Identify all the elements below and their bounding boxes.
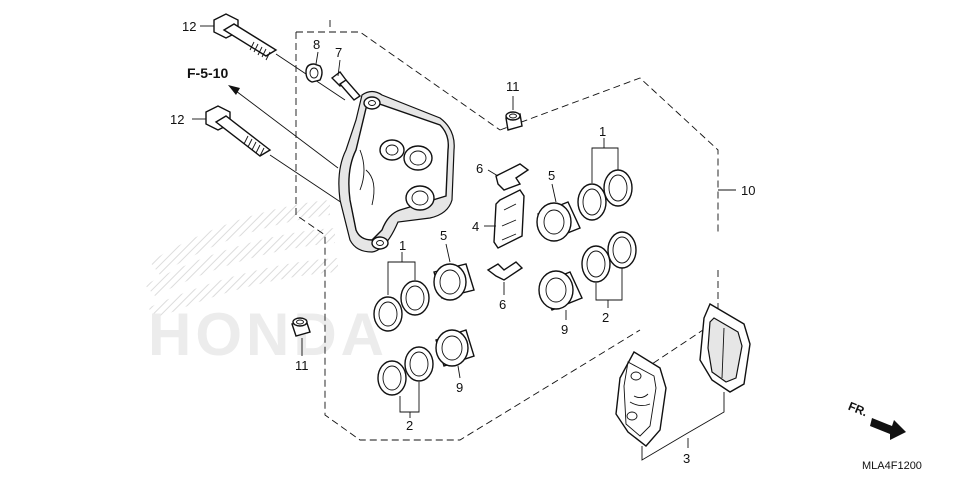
svg-text:9: 9 [456,380,463,395]
svg-text:2: 2 [602,310,609,325]
pad-spring-bottom: 6 [486,261,524,312]
svg-text:5: 5 [548,168,555,183]
svg-text:3: 3 [683,451,690,466]
pad-retainer: 4 [472,189,525,249]
svg-text:6: 6 [476,161,483,176]
svg-text:1: 1 [599,124,606,139]
brake-pads-callout: 3 [641,392,725,466]
svg-text:7: 7 [335,45,342,60]
dust-boot-upper: 11 [505,79,523,131]
svg-text:11: 11 [506,79,520,94]
drawing-code: MLA4F1200 [862,460,922,472]
svg-text:MLA4F1200: MLA4F1200 [862,460,922,472]
dust-boot-lower: 11 [291,317,311,373]
section-reference: F-5-10 [187,65,339,169]
svg-text:6: 6 [499,297,506,312]
honda-logo-watermark: HONDA [148,301,388,368]
piston-seal-left-lower: 2 [377,346,434,433]
mounting-bolt-upper: 12 [182,13,346,101]
svg-text:FR.: FR. [846,399,869,419]
bleeder-cap: 8 [305,37,323,83]
direction-arrow-icon [870,418,906,440]
svg-text:HONDA: HONDA [148,301,388,368]
piston-right-upper: 5 [536,168,581,242]
caliper-assembly-callout: 10 [718,183,755,198]
piston-seal-right-lower: 2 [581,231,637,325]
bleeder-screw: 7 [330,45,362,101]
piston-left-upper: 5 [433,228,475,301]
svg-text:10: 10 [741,183,755,198]
brake-pad-inner [615,351,667,447]
piston-right-lower: 9 [538,270,583,337]
svg-text:4: 4 [472,219,479,234]
honda-wing-watermark [145,200,338,318]
caliper-body [338,90,455,253]
front-direction-indicator: FR. [846,399,906,440]
svg-text:11: 11 [295,358,309,373]
svg-text:9: 9 [561,322,568,337]
svg-text:8: 8 [313,37,320,52]
svg-text:12: 12 [170,112,184,127]
piston-seal-left-upper: 1 [373,238,430,332]
brake-pad-outer [699,302,751,393]
reference-arrow-icon [228,85,240,95]
svg-text:2: 2 [406,418,413,433]
pad-spring-top: 6 [476,161,530,191]
svg-text:5: 5 [440,228,447,243]
svg-text:1: 1 [399,238,406,253]
svg-text:12: 12 [182,19,196,34]
piston-seal-right-upper: 1 [577,124,633,221]
piston-left-lower: 9 [435,329,475,395]
mounting-bolt-lower: 12 [170,105,346,206]
svg-text:F-5-10: F-5-10 [187,65,228,81]
